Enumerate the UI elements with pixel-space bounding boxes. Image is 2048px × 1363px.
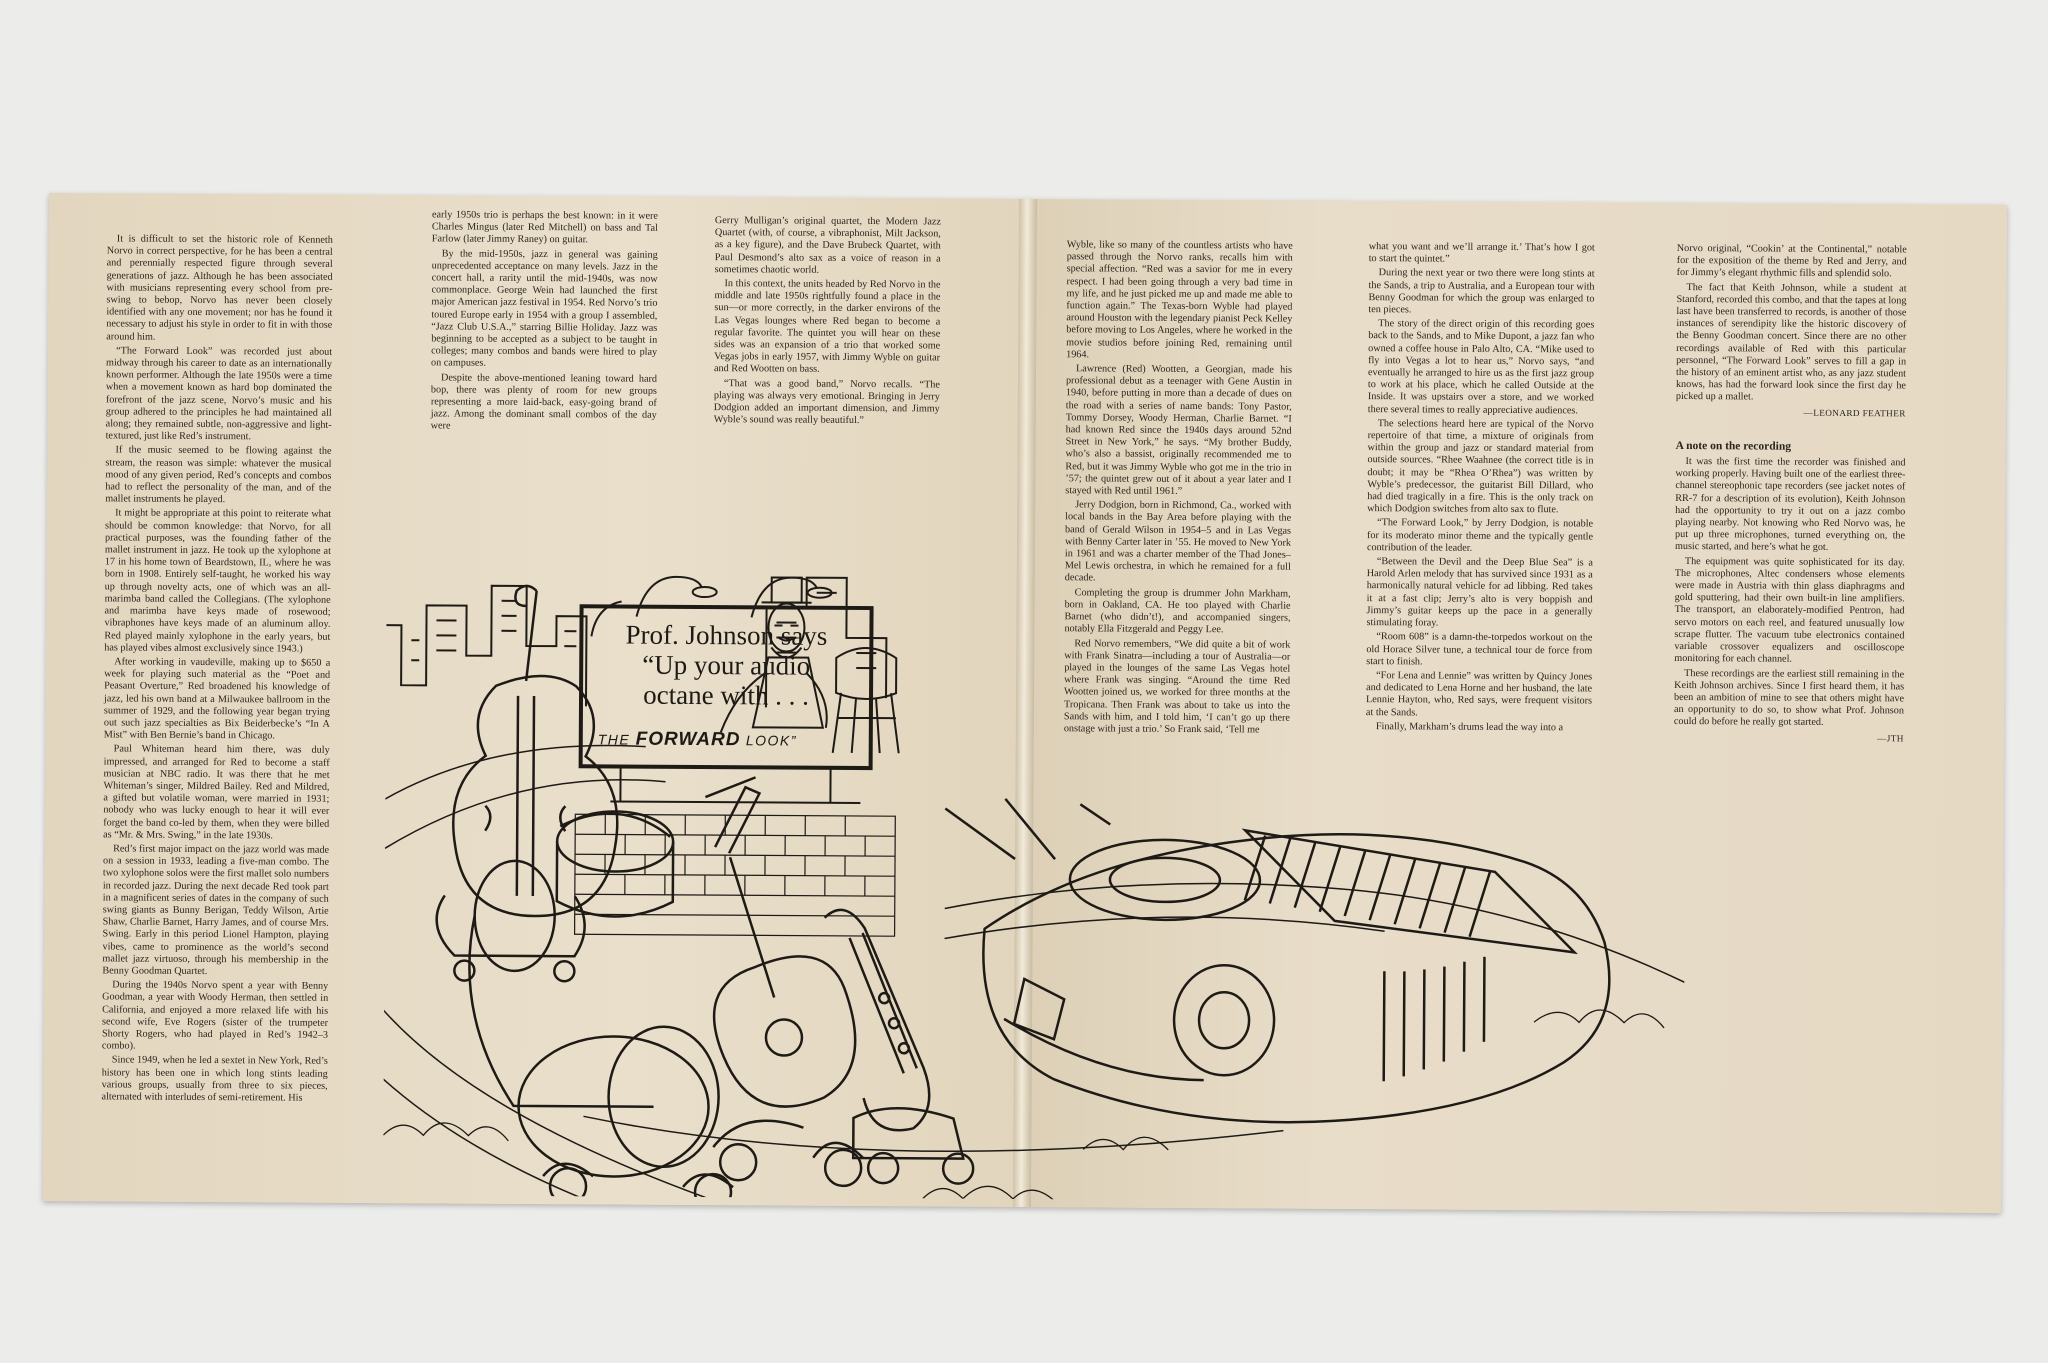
paragraph: During the 1940s Norvo spent a year with…	[101, 979, 329, 1052]
paragraph: Despite the above-mentioned leaning towa…	[430, 372, 658, 432]
paragraph: It is difficult to set the historic role…	[106, 233, 333, 343]
signature-jth: —JTH	[1877, 732, 1904, 743]
paragraph: what you want and we’ll arrange it.’ Tha…	[1368, 241, 1595, 265]
right-column-1: Wyble, like so many of the countless art…	[1064, 239, 1293, 738]
paragraph: Lawrence (Red) Wootten, a Georgian, made…	[1065, 363, 1293, 498]
paragraph: If the music seemed to be flowing agains…	[105, 444, 332, 506]
paragraph: Completing the group is drummer John Mar…	[1064, 586, 1291, 636]
paragraph: It might be appropriate at this point to…	[104, 507, 332, 655]
signature-leonard-feather: —LEONARD FEATHER	[1803, 407, 1906, 419]
paragraph: Paul Whiteman heard him there, was duly …	[103, 743, 330, 842]
forward-look-logo: THE FORWARD LOOK”	[598, 728, 797, 751]
paragraph: “Between the Devil and the Deep Blue Sea…	[1366, 556, 1593, 629]
paragraph: Finally, Markham’s drums lead the way in…	[1375, 720, 1564, 734]
paragraph: “For Lena and Lennie” was written by Qui…	[1365, 670, 1593, 718]
billboard-line-3: octane with . . .	[643, 679, 809, 711]
logo-forward: FORWARD	[635, 728, 741, 751]
paragraph: early 1950s trio is perhaps the best kno…	[431, 209, 659, 246]
logo-look: LOOK”	[740, 732, 797, 749]
album-gatefold: Prof. Johnson says “Up your audio octane…	[42, 193, 2008, 1213]
left-column-1: It is difficult to set the historic role…	[102, 233, 333, 1107]
paragraph: Norvo original, “Cookin’ at the Continen…	[1676, 242, 1907, 280]
paragraph: “That was a good band,” Norvo recalls. “…	[713, 377, 940, 427]
billboard-line-1: Prof. Johnson says	[625, 619, 828, 651]
paragraph: These recordings are the earliest still …	[1673, 667, 1905, 729]
logo-the: THE	[597, 731, 636, 748]
paragraph: The fact that Keith Johnson, while a stu…	[1675, 281, 1907, 403]
paragraph: The story of the direct origin of this r…	[1367, 318, 1595, 417]
paragraph: Gerry Mulligan’s original quartet, the M…	[714, 215, 941, 276]
paragraph: Wyble, like so many of the countless art…	[1066, 239, 1293, 361]
paragraph: It was the first time the recorder was f…	[1674, 456, 1906, 554]
billboard-slogan: Prof. Johnson says “Up your audio octane…	[591, 619, 862, 711]
recording-note-heading: A note on the recording	[1675, 439, 1792, 453]
paragraph: “The Forward Look” was recorded just abo…	[105, 345, 333, 443]
paragraph: Red’s first major impact on the jazz wor…	[102, 843, 330, 977]
paragraph: In this context, the units headed by Red…	[714, 278, 941, 376]
paragraph: The equipment was quite sophisticated fo…	[1674, 555, 1905, 665]
left-column-2: early 1950s trio is perhaps the best kno…	[431, 209, 658, 436]
paragraph: Red Norvo remembers, “We did quite a bit…	[1063, 637, 1291, 736]
right-column-3: Norvo original, “Cookin’ at the Continen…	[1674, 243, 1907, 746]
paragraph: Since 1949, when he led a sextet in New …	[101, 1054, 328, 1104]
paragraph: After working in vaudeville, making up t…	[103, 656, 331, 742]
left-column-3: Gerry Mulligan’s original quartet, the M…	[714, 215, 941, 430]
paragraph: The selections heard here are typical of…	[1367, 417, 1594, 516]
right-column-2: what you want and we’ll arrange it.’ Tha…	[1366, 241, 1595, 736]
paragraph: Jerry Dodgion, born in Richmond, Ca., wo…	[1064, 499, 1292, 584]
paragraph: “Room 608” is a damn-the-torpedos workou…	[1366, 631, 1593, 668]
paragraph: “The Forward Look,” by Jerry Dodgion, is…	[1366, 517, 1594, 554]
paragraph: During the next year or two there were l…	[1368, 267, 1595, 316]
billboard-line-2: “Up your audio	[642, 649, 811, 681]
paragraph: By the mid-1950s, jazz in general was ga…	[431, 248, 658, 370]
